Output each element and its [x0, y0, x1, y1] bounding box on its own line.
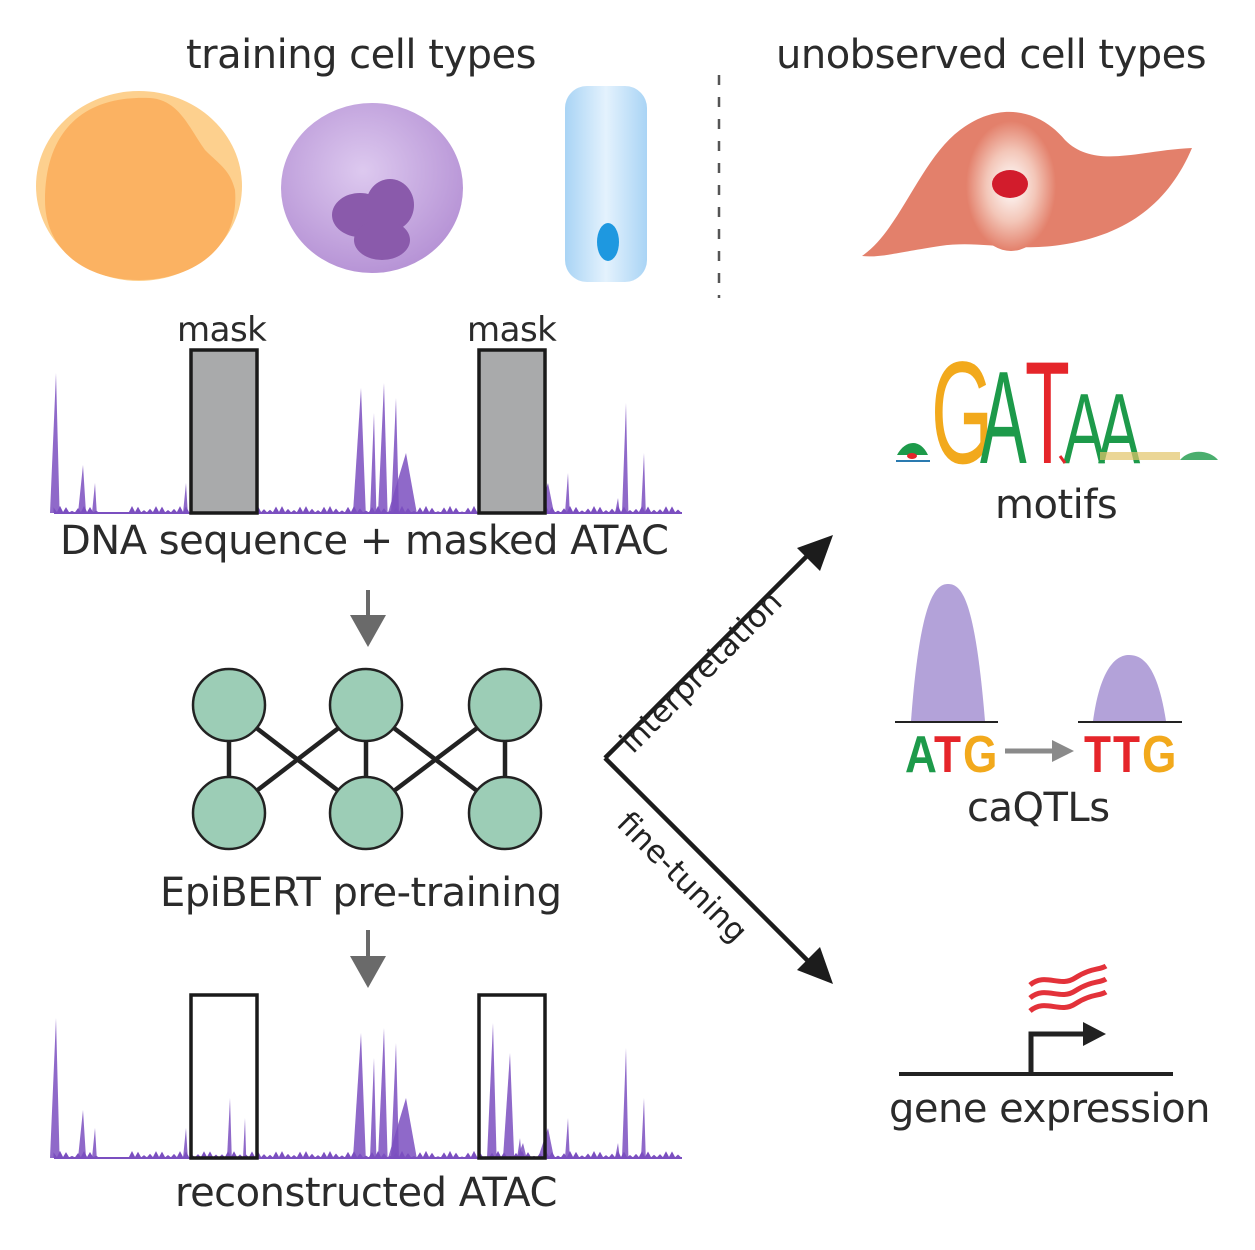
mask-box [189, 348, 259, 515]
atac-peak [388, 1098, 417, 1158]
blue-cell [565, 86, 647, 282]
fine-tuning-arrow [603, 756, 833, 984]
atac-peak [370, 413, 377, 513]
motif-letter: A [980, 344, 1027, 491]
atac-peak [353, 388, 366, 513]
network-node [328, 775, 404, 851]
sequence-letter: G [1142, 726, 1176, 784]
network-node [467, 667, 543, 743]
unobserved-cell-types-heading: unobserved cell types [776, 32, 1207, 78]
atac-peak [565, 473, 570, 513]
output-track-caption: reconstructed ATAC [175, 1170, 557, 1216]
atac-peak [183, 1128, 188, 1158]
network-node [328, 667, 404, 743]
atac-peak [78, 465, 86, 513]
atac-peak [615, 498, 620, 513]
sequence-letter: G [963, 726, 997, 784]
alt-peak [1093, 655, 1166, 721]
mask-box [477, 348, 547, 515]
mask-label-2: mask [467, 310, 557, 350]
motifs-caption: motifs [995, 482, 1118, 528]
atac-peak [183, 483, 188, 513]
model-caption: EpiBERT pre-training [160, 870, 562, 916]
motif-small-letters-right [1058, 451, 1218, 464]
atac-peak [641, 453, 646, 513]
interpretation-arrow [603, 535, 833, 760]
atac-peak-reconstructed [243, 1118, 247, 1158]
atac-peak-reconstructed [503, 1053, 515, 1158]
atac-peak [50, 373, 60, 513]
atac-peak [622, 403, 629, 513]
atac-peak [378, 1028, 388, 1158]
atac-peak [565, 1118, 570, 1158]
atac-peak-reconstructed [487, 1023, 497, 1158]
atac-peak-reconstructed [227, 1098, 232, 1158]
sequence-letter: T [934, 726, 961, 784]
rna-transcripts-icon [1028, 963, 1108, 1014]
sequence-letter: T [1084, 726, 1111, 784]
atac-peak [370, 1058, 377, 1158]
atac-peak [353, 1033, 366, 1158]
training-cell-types-heading: training cell types [186, 32, 536, 78]
motif-letter: A [1098, 372, 1140, 484]
input-track-caption: DNA sequence + masked ATAC [60, 518, 669, 564]
atac-peak [615, 1143, 620, 1158]
mask-label-1: mask [177, 310, 267, 350]
atac-peak-reconstructed [517, 1138, 522, 1158]
network-node [191, 667, 267, 743]
atac-peak [641, 1098, 646, 1158]
promoter-arrow-icon [1028, 1022, 1106, 1074]
atac-peak [92, 483, 97, 513]
atac-peak [92, 1128, 97, 1158]
down-arrow-icon [350, 590, 386, 647]
ref-peak [911, 584, 985, 721]
motif-small-letters-left [896, 442, 930, 462]
reconstructed-region-box [477, 993, 547, 1160]
reconstructed-region-box [189, 993, 259, 1160]
sequence-letter: A [905, 726, 937, 784]
atac-peak [78, 1110, 86, 1158]
motif-letter: A [1063, 372, 1105, 484]
mutation-arrow-icon [1005, 740, 1074, 762]
caqtls-caption: caQTLs [967, 785, 1110, 831]
motif-letter: G [931, 332, 993, 494]
purple-cell [281, 103, 463, 273]
motif-letter: T [1025, 333, 1070, 495]
down-arrow-icon [350, 930, 386, 988]
gene-expression-caption: gene expression [889, 1086, 1210, 1132]
sequence-letter: T [1113, 726, 1140, 784]
atac-peak [622, 1048, 629, 1158]
atac-peak [388, 453, 417, 513]
atac-peak [50, 1018, 60, 1158]
fibroblast-cell [862, 111, 1192, 257]
orange-cell [36, 91, 242, 281]
atac-peak [378, 383, 388, 513]
network-node [467, 775, 543, 851]
network-node [191, 775, 267, 851]
